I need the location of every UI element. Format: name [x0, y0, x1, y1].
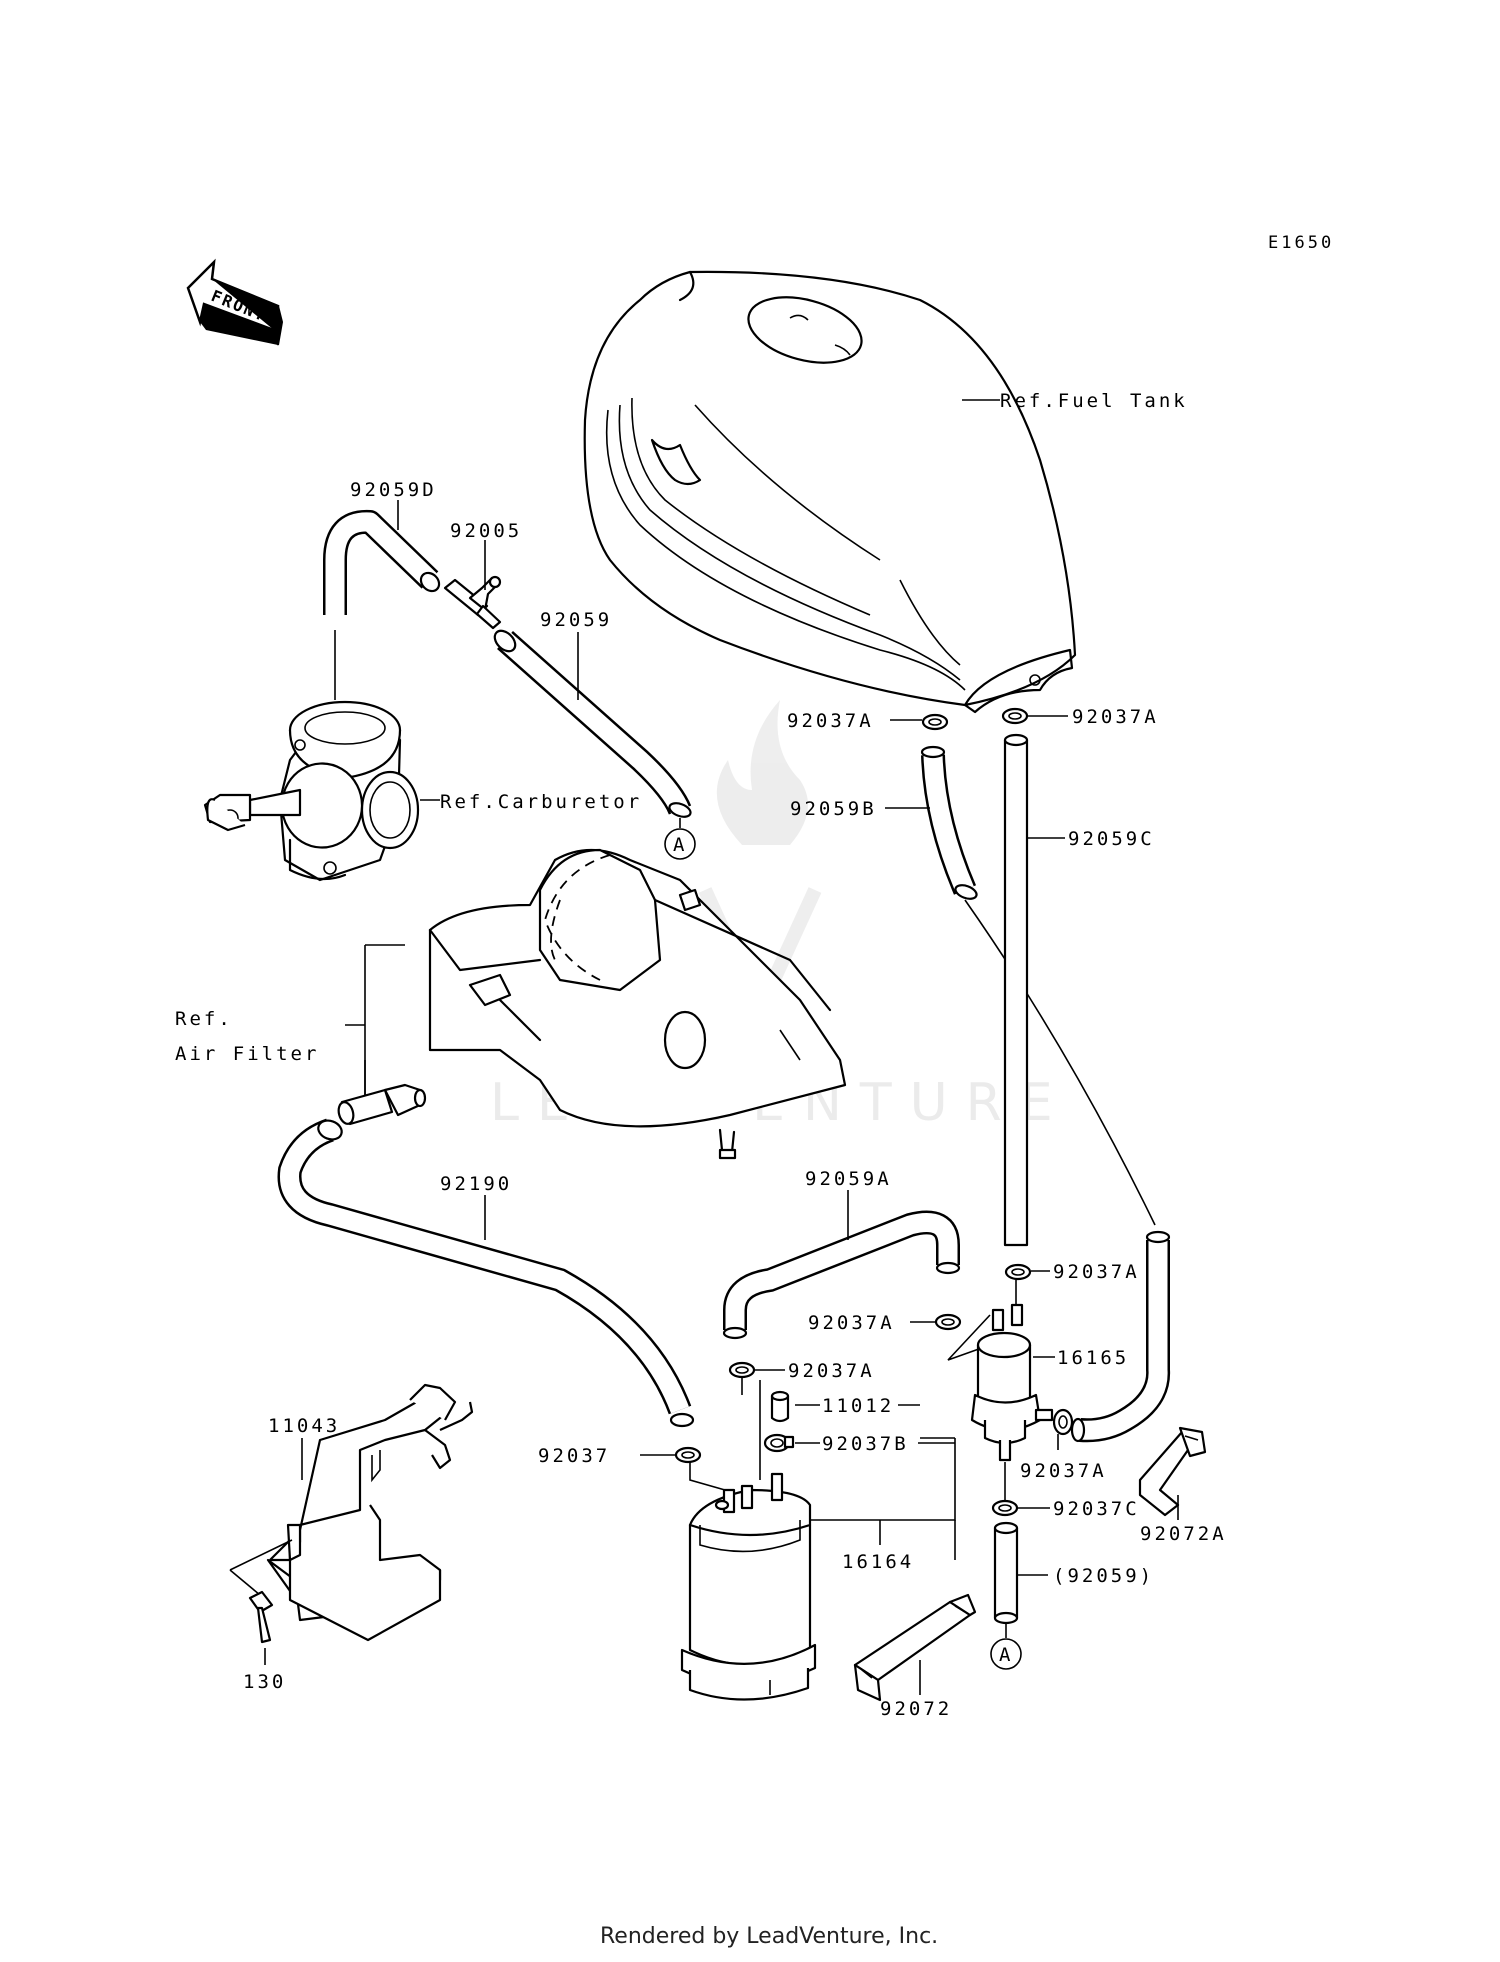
label-92037a-5: 92037A [808, 1312, 895, 1334]
label-92072a: 92072A [1140, 1523, 1227, 1545]
canister-16164 [680, 1472, 817, 1701]
hose-92059c [1003, 733, 1029, 1247]
footer-credit: Rendered by LeadVenture, Inc. [600, 1924, 938, 1949]
label-92059c: 92059C [1068, 828, 1155, 850]
clamp-92037a-left [921, 713, 949, 731]
label-92037b: 92037B [822, 1433, 909, 1455]
hose-92059-bottom [993, 1521, 1019, 1625]
cap-11012 [770, 1390, 790, 1423]
label-ref-air-filter-2: Air Filter [175, 1043, 319, 1065]
label-11012: 11012 [822, 1395, 894, 1417]
hose-92059b [920, 745, 978, 900]
callout-a-bottom: A [999, 1644, 1013, 1666]
label-16165: 16165 [1057, 1347, 1129, 1369]
label-92059b: 92059B [790, 798, 877, 820]
label-92072: 92072 [880, 1698, 952, 1720]
hose-92059d [323, 509, 441, 615]
diagram-id: E1650 [1268, 233, 1334, 253]
label-92190: 92190 [440, 1173, 512, 1195]
clamp-92037b [763, 1433, 795, 1453]
elbow-fitting [337, 1083, 427, 1126]
label-92059d: 92059D [350, 479, 437, 501]
label-92059a: 92059A [805, 1168, 892, 1190]
callout-a-top: A [673, 834, 687, 856]
fuel-tank [583, 270, 1077, 714]
clamp-92037a-6 [1052, 1408, 1074, 1436]
t-fitting-92005 [443, 575, 502, 630]
strap-92072 [853, 1593, 977, 1702]
label-92037a-6: 92037A [1020, 1460, 1107, 1482]
label-92037a-4: 92037A [1053, 1261, 1140, 1283]
bracket-11043 [266, 1383, 474, 1642]
bolt-130 [248, 1590, 274, 1644]
label-130: 130 [243, 1671, 286, 1693]
clamp-92037a-right [1001, 707, 1029, 725]
hose-92059a [722, 1210, 961, 1340]
label-16164: 16164 [842, 1551, 914, 1573]
label-92059: 92059 [540, 609, 612, 631]
hose-filter-return [1070, 1230, 1171, 1443]
clamp-92037 [674, 1446, 702, 1464]
clamp-92037a-5 [934, 1313, 962, 1331]
label-92037: 92037 [538, 1445, 610, 1467]
front-arrow-icon: FRONT [186, 258, 284, 346]
label-92037a-right: 92037A [1072, 706, 1159, 728]
label-ref-air-filter-1: Ref. [175, 1008, 233, 1030]
label-92005: 92005 [450, 520, 522, 542]
strap-92072a [1138, 1426, 1207, 1517]
clamp-92037a-7 [728, 1361, 756, 1379]
fuel-filter-16165 [970, 1303, 1054, 1462]
label-ref-fuel-tank: Ref.Fuel Tank [1000, 390, 1188, 412]
clamp-92037a-4 [1004, 1263, 1032, 1281]
carburetor [203, 700, 420, 882]
hose-92059 [493, 629, 692, 818]
label-11043: 11043 [268, 1415, 340, 1437]
hose-92190 [277, 1118, 695, 1428]
label-ref-carburetor: Ref.Carburetor [440, 791, 642, 813]
label-92037c: 92037C [1053, 1498, 1140, 1520]
label-92037a-7: 92037A [788, 1360, 875, 1382]
clamp-92037c [991, 1499, 1019, 1517]
label-92037a-left: 92037A [787, 710, 874, 732]
label-92059-paren: (92059) [1053, 1565, 1154, 1587]
air-filter-housing [428, 848, 847, 1160]
